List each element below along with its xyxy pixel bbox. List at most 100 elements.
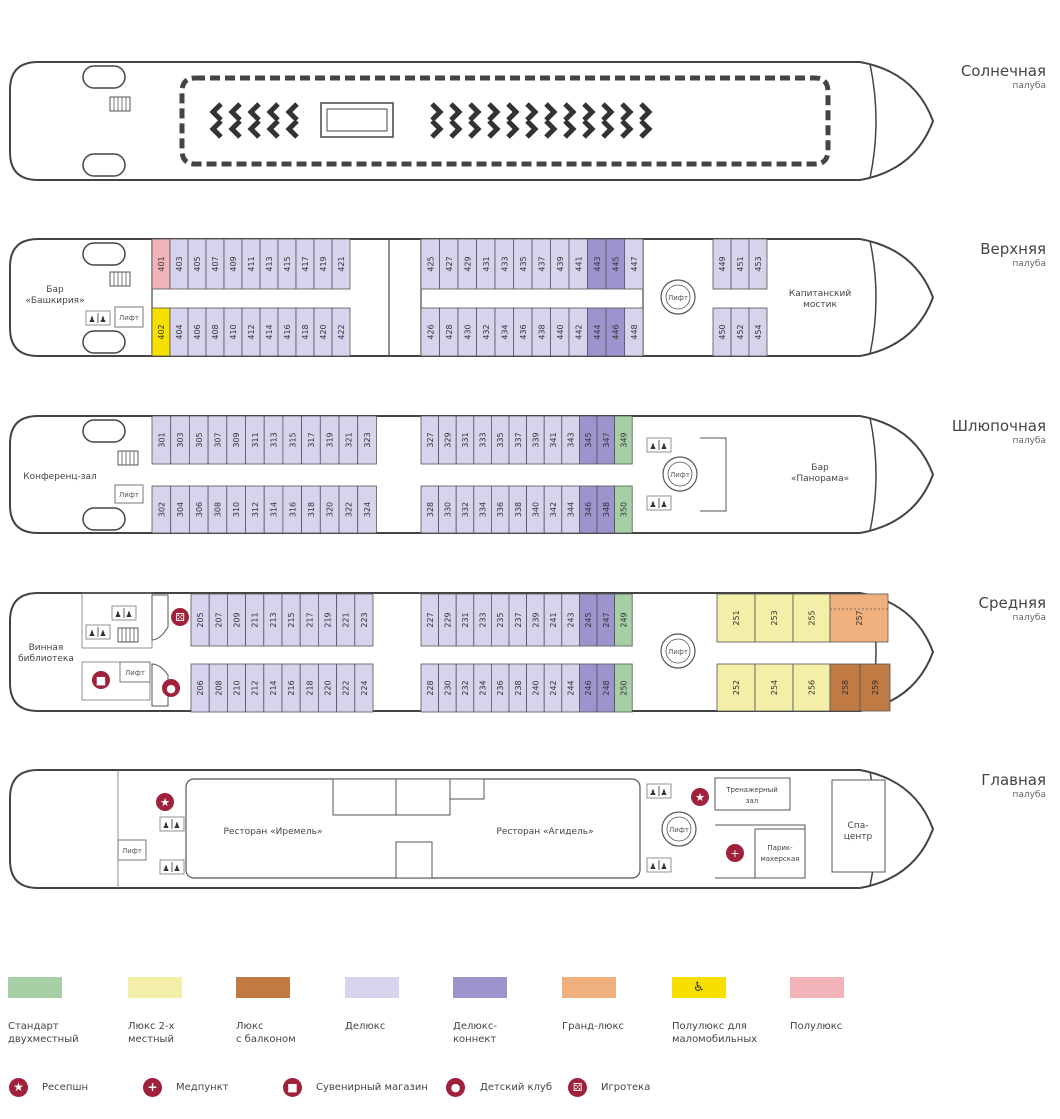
cabin-number: 259 bbox=[871, 680, 880, 695]
person-icon: ♟ bbox=[88, 629, 95, 638]
lifeboat bbox=[82, 153, 126, 177]
cabin-number: 445 bbox=[611, 256, 620, 271]
barber-label: Парик-махерская bbox=[760, 844, 799, 863]
cabin-258 bbox=[829, 663, 861, 712]
legend-label: Полулюкс bbox=[790, 1021, 843, 1032]
cabin-number: 404 bbox=[175, 324, 184, 339]
cabin-number: 408 bbox=[211, 324, 220, 339]
icon-legend-label: Детский клуб bbox=[480, 1082, 553, 1093]
deck-title-main: Главная палуба bbox=[981, 771, 1046, 800]
sunbed-icon bbox=[525, 102, 539, 122]
conference-label: Конференц-зал bbox=[23, 472, 97, 482]
cabin-number: 214 bbox=[269, 680, 278, 695]
cabin-324 bbox=[357, 485, 377, 534]
cabin-number: 222 bbox=[342, 680, 351, 695]
sunbed-icon bbox=[468, 102, 482, 122]
legend-label: Полулюкс для маломобильных bbox=[672, 1021, 758, 1045]
cabin-number: 410 bbox=[229, 324, 238, 339]
cabin-number: 436 bbox=[519, 324, 528, 339]
cabin-number: 258 bbox=[841, 680, 850, 695]
deck-name: Шлюпочная bbox=[951, 417, 1046, 435]
cabin-number: 337 bbox=[514, 432, 523, 447]
cabin-number: 335 bbox=[496, 432, 505, 447]
cabin-number: 257 bbox=[855, 610, 864, 625]
cabin-number: 207 bbox=[214, 612, 223, 627]
bar-bashkiria-label: Бар«Башкирия» bbox=[25, 285, 84, 306]
cabin-number: 206 bbox=[196, 680, 205, 695]
legend-swatch-delux-connect bbox=[453, 977, 507, 998]
cabin-454 bbox=[748, 307, 768, 357]
cabin-number: 238 bbox=[514, 680, 523, 695]
lifeboat bbox=[82, 419, 126, 443]
cabin-number: 432 bbox=[482, 324, 491, 339]
deck-sub: палуба bbox=[1012, 790, 1046, 800]
cabin-number: 336 bbox=[496, 502, 505, 517]
lift-label: Лифт bbox=[119, 491, 139, 499]
cabin-number: 305 bbox=[195, 432, 204, 447]
wheelchair-icon: ♿ bbox=[693, 980, 705, 995]
deck-name: Верхняя bbox=[980, 240, 1046, 258]
person-icon: ♟ bbox=[88, 315, 95, 324]
cabin-249 bbox=[614, 593, 633, 647]
lift-label: Лифт bbox=[669, 826, 689, 834]
cabin-number: 231 bbox=[461, 612, 470, 627]
sunbed-icon bbox=[506, 119, 520, 139]
cabin-number: 319 bbox=[326, 432, 335, 447]
cabin-256 bbox=[792, 663, 831, 712]
cabin-number: 331 bbox=[461, 432, 470, 447]
sun-deck-rail bbox=[179, 75, 831, 167]
cabin-number: 208 bbox=[214, 680, 223, 695]
deck-title-middle: Средняя палуба bbox=[979, 594, 1046, 623]
cabin-number: 332 bbox=[461, 502, 470, 517]
legend-label: Люкс с балконом bbox=[236, 1021, 296, 1045]
cabin-number: 236 bbox=[496, 680, 505, 695]
lift-label: Лифт bbox=[670, 471, 690, 479]
lift-box bbox=[114, 306, 144, 328]
cabin-number: 429 bbox=[463, 256, 472, 271]
cabin-259 bbox=[859, 663, 891, 712]
cabin-number: 219 bbox=[324, 612, 333, 627]
sunbed-icon bbox=[506, 102, 520, 122]
lift-box bbox=[119, 661, 151, 683]
cabin-number: 402 bbox=[157, 324, 166, 339]
sunbed-icon bbox=[247, 119, 261, 139]
legend-swatch-semi-lux-access: ♿ bbox=[672, 977, 726, 998]
legend-swatch-semi-lux bbox=[790, 977, 844, 998]
cabin-number: 420 bbox=[319, 324, 328, 339]
cabin-453 bbox=[748, 238, 768, 290]
cabin-number: 426 bbox=[426, 324, 435, 339]
legend-swatch-standard bbox=[8, 977, 62, 998]
legend-label: Делюкс bbox=[345, 1021, 386, 1032]
person-icon: ♟ bbox=[173, 864, 180, 873]
cabin-number: 221 bbox=[342, 612, 351, 627]
cabin-number: 427 bbox=[445, 256, 454, 271]
cabin-number: 406 bbox=[193, 324, 202, 339]
medical-cross-icon: + bbox=[143, 1078, 162, 1097]
deck-name: Средняя bbox=[978, 594, 1046, 612]
cabin-number: 216 bbox=[287, 680, 296, 695]
cabin-number: 409 bbox=[229, 256, 238, 271]
cabin-number: 230 bbox=[443, 680, 452, 695]
person-icon: ♟ bbox=[114, 610, 121, 619]
medical-cross-icon bbox=[726, 844, 744, 862]
sunbed-icon bbox=[285, 119, 299, 139]
icon-legend-label: Медпункт bbox=[176, 1082, 229, 1093]
cabin-323 bbox=[357, 415, 377, 465]
star-icon bbox=[691, 788, 709, 806]
cabin-number: 441 bbox=[574, 256, 583, 271]
cabin-number: 330 bbox=[443, 502, 452, 517]
cabin-number: 314 bbox=[270, 502, 279, 517]
cabin-number: 239 bbox=[531, 612, 540, 627]
cabin-number: 211 bbox=[251, 612, 260, 627]
cabin-number: 418 bbox=[301, 324, 310, 339]
cabin-number: 217 bbox=[305, 612, 314, 627]
restaurant-iremel-label: Ресторан «Иремель» bbox=[223, 827, 322, 837]
cabin-254 bbox=[754, 663, 794, 712]
cabin-number: 249 bbox=[619, 612, 628, 627]
cabin-number: 321 bbox=[344, 432, 353, 447]
cabin-number: 240 bbox=[531, 680, 540, 695]
sunbed-icon bbox=[620, 119, 634, 139]
cabin-number: 434 bbox=[500, 324, 509, 339]
sunbed-icon bbox=[639, 119, 653, 139]
